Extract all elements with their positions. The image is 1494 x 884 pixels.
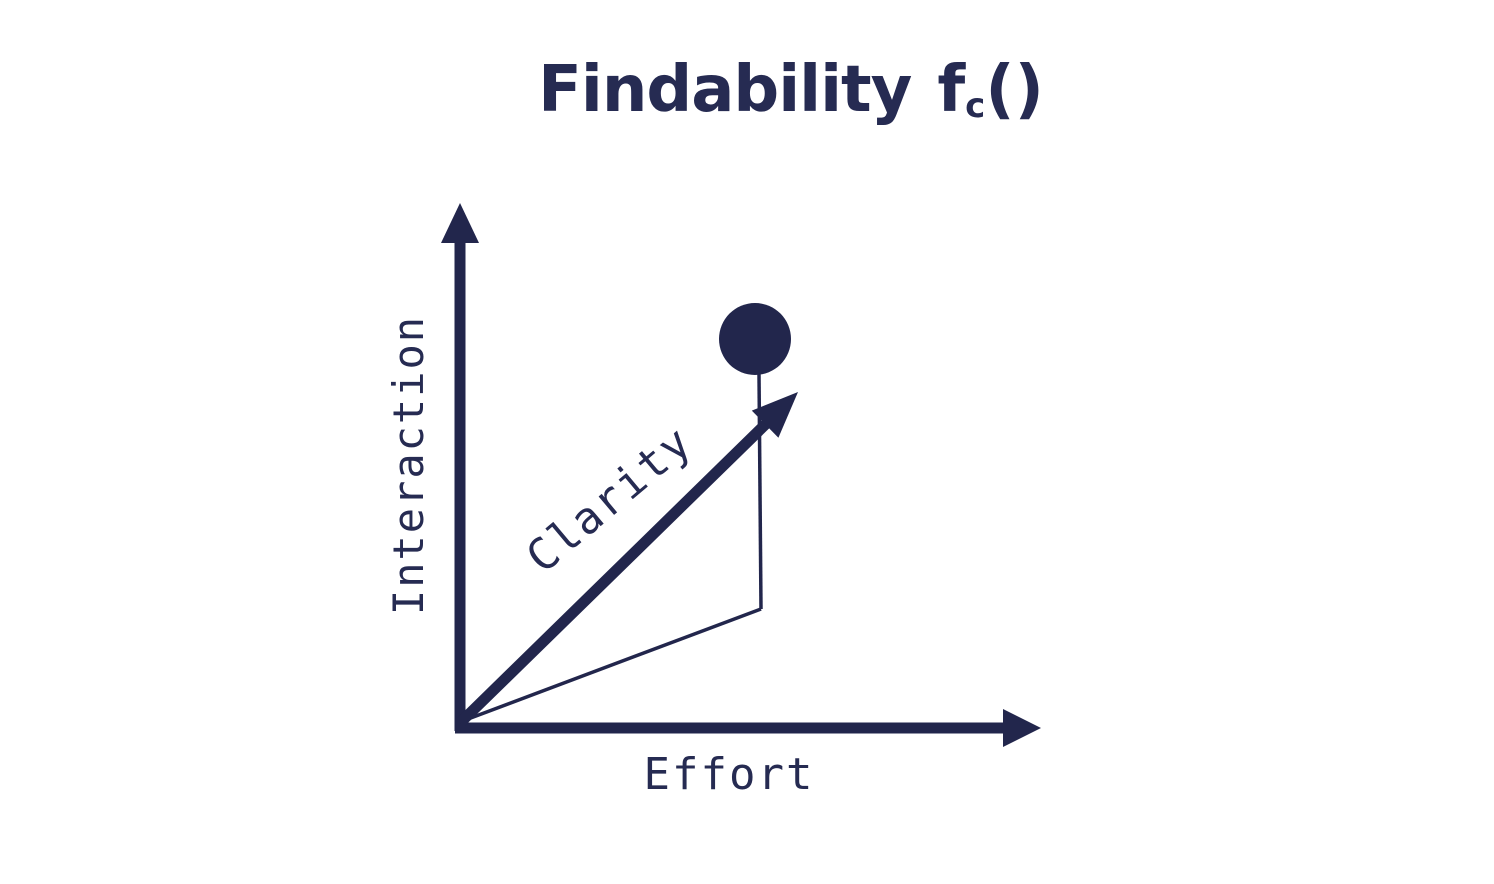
- y-axis-label: Interaction: [384, 314, 433, 616]
- clarity-vector-arrowhead-icon: [751, 392, 798, 438]
- title-text: Findability: [538, 53, 912, 127]
- title-function-subscript: c: [965, 86, 986, 126]
- x-axis-arrowhead-icon: [1003, 709, 1041, 747]
- data-point-circle: [719, 303, 791, 375]
- title-function-parens: (): [985, 53, 1044, 127]
- title-function-symbol: f: [937, 53, 966, 127]
- projection-line: [459, 607, 762, 724]
- clarity-vector-line: [457, 412, 778, 726]
- title-function: fc(): [937, 53, 1044, 127]
- y-axis-arrowhead-icon: [441, 203, 479, 243]
- x-axis-label: Effort: [643, 749, 815, 800]
